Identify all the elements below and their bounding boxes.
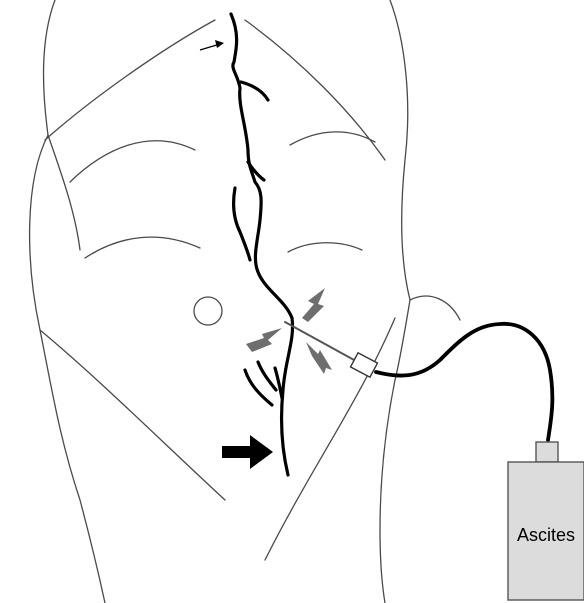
body-outline-right xyxy=(380,0,410,603)
rib-arc-upper-right xyxy=(290,132,375,145)
vessel-branch-lower-mid xyxy=(258,362,276,390)
inguinal-line-left xyxy=(40,330,225,500)
rib-arc-lower-right xyxy=(288,243,362,252)
flank-line-left xyxy=(48,135,80,250)
hip-contour-right xyxy=(410,296,460,320)
body-outline xyxy=(30,0,460,603)
costal-margin-left xyxy=(45,20,215,140)
umbilicus-circle xyxy=(194,297,222,325)
catheter-connector xyxy=(351,353,378,377)
rib-lines xyxy=(40,20,395,560)
rib-arc-upper-left xyxy=(70,141,195,182)
body-outline-left xyxy=(30,0,105,603)
container-cap xyxy=(536,442,558,462)
ascites-label: Ascites xyxy=(517,525,575,545)
vessel-branch-lower-right xyxy=(275,368,282,398)
epigastric-vessel xyxy=(231,14,293,475)
vessel-branch-lower-left xyxy=(245,370,272,405)
large-arrow-icon xyxy=(222,435,273,469)
small-arrow-icon xyxy=(200,40,224,50)
lightning-bolt-icon xyxy=(302,288,325,322)
ascites-container: Ascites xyxy=(508,442,584,600)
inguinal-line-right xyxy=(265,318,395,560)
rib-arc-lower-left xyxy=(85,237,200,258)
costal-margin-right xyxy=(245,20,385,160)
vessel-branch-left-upper xyxy=(234,188,250,260)
lightning-bolt-icon xyxy=(246,328,282,352)
vessel-branch-upper-right xyxy=(241,82,268,100)
